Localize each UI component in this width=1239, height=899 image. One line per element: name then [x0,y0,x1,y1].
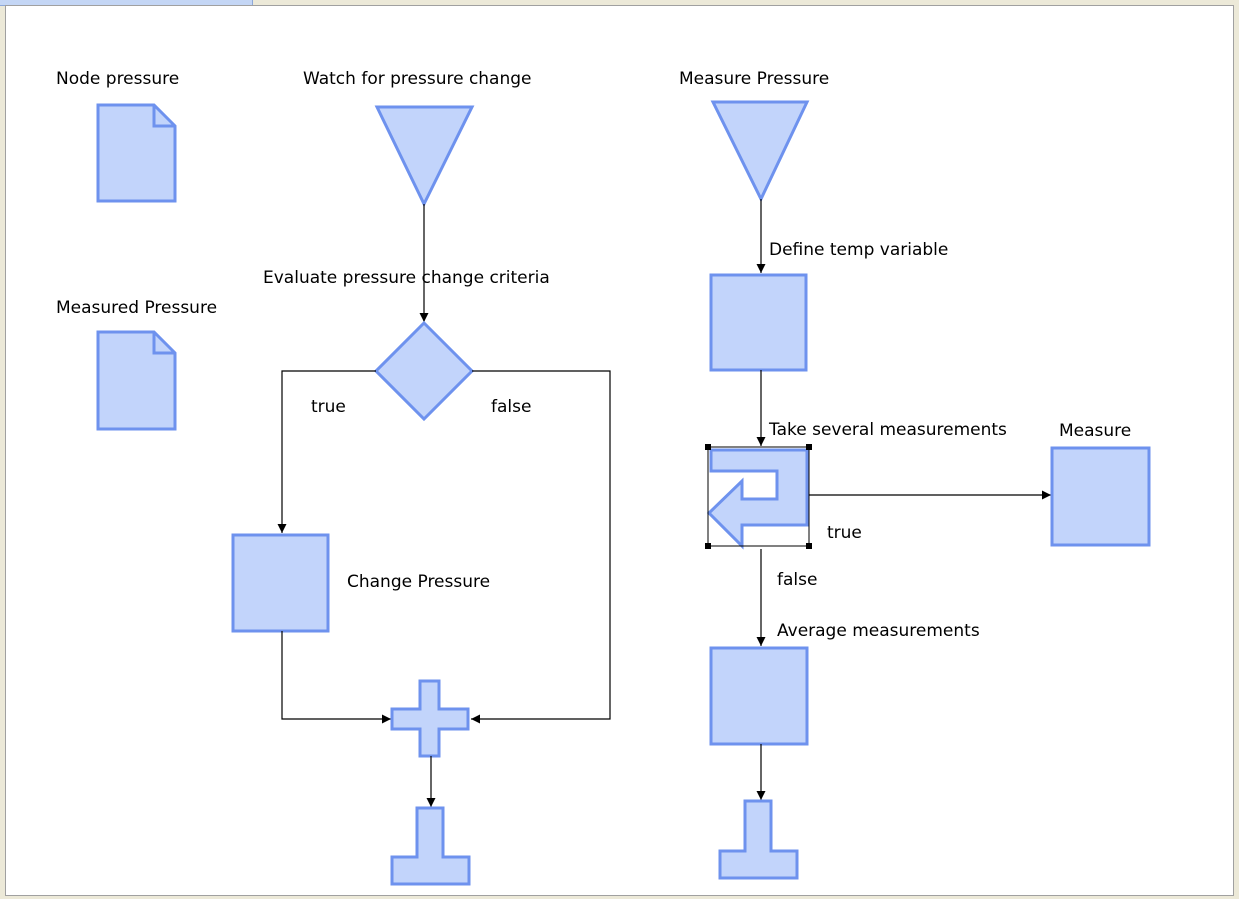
end-terminator[interactable] [718,799,799,880]
diagram-svg[interactable]: Node pressure Measured Pressure Watch fo… [6,6,1233,895]
label-take-measurements: Take several measurements [768,420,1007,440]
end-terminator[interactable] [390,806,471,886]
start-trigger-watch[interactable] [374,105,475,208]
selection-handle[interactable] [806,444,812,450]
diagram-canvas[interactable]: Node pressure Measured Pressure Watch fo… [5,5,1234,896]
loop-arrow-icon[interactable] [706,448,809,550]
selection-handle[interactable] [806,543,812,549]
label-loop-false: false [777,570,817,590]
selection-handle[interactable] [705,543,711,549]
decision-diamond[interactable] [373,320,475,422]
merge-plus[interactable] [390,679,470,758]
label-true: true [311,397,346,417]
selection-handle[interactable] [705,444,711,450]
document-fold [152,332,175,355]
document-measured-pressure[interactable] [96,330,177,431]
connector[interactable] [281,631,391,724]
selection-box [707,446,810,547]
activity-average[interactable] [709,646,809,746]
label-measure-pressure: Measure Pressure [679,69,829,89]
document-node-pressure[interactable] [96,103,177,203]
activity-measure[interactable] [1050,446,1151,547]
label-measured-pressure: Measured Pressure [56,298,217,318]
label-watch-change: Watch for pressure change [303,69,532,89]
label-define-temp: Define temp variable [769,240,948,260]
connector-true[interactable] [277,370,376,533]
label-average: Average measurements [777,621,980,641]
activity-change-pressure[interactable] [231,533,330,633]
label-false: false [491,397,531,417]
label-evaluate-criteria: Evaluate pressure change criteria [263,268,550,288]
label-change-pressure: Change Pressure [347,572,490,592]
label-node-pressure: Node pressure [56,69,179,89]
label-loop-true: true [827,523,862,543]
label-measure: Measure [1059,421,1131,441]
activity-define-temp[interactable] [709,273,808,372]
connector-false[interactable] [471,370,611,724]
start-trigger-measure[interactable] [710,100,810,203]
document-fold [152,105,175,128]
